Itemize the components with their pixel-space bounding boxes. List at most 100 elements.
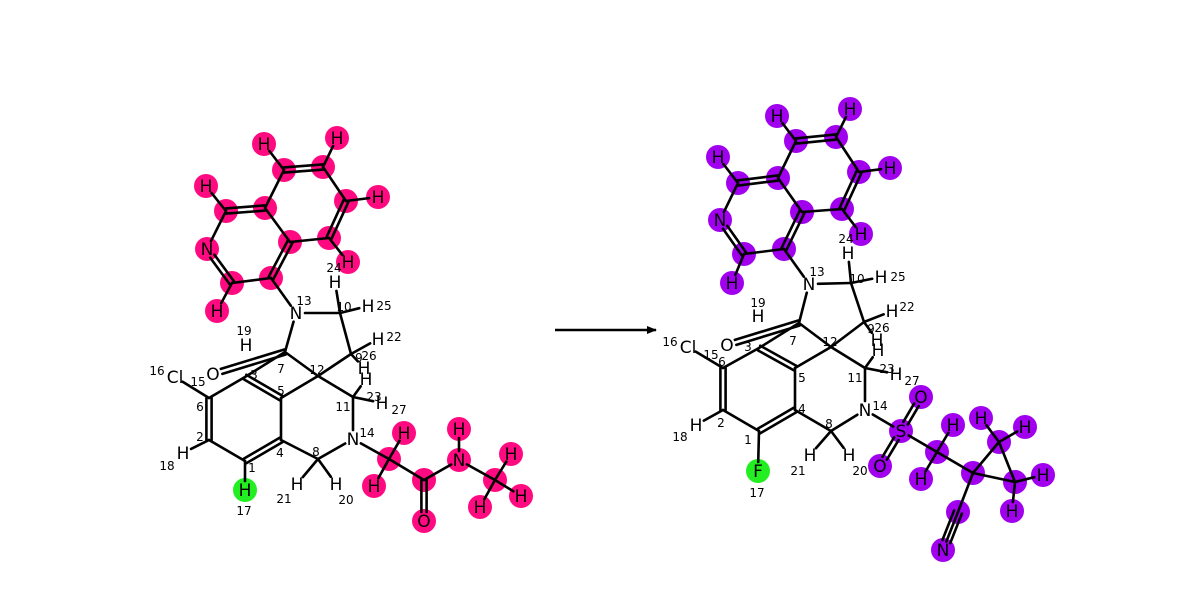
product-atom-28: H <box>752 307 765 327</box>
reactant-bond-35-30 <box>230 276 273 285</box>
product-bond-48-49 <box>935 431 950 454</box>
product-bond-3-5-1 <box>756 348 796 372</box>
reactant-atom-22: H <box>372 330 385 350</box>
product-bond-45-46-0 <box>902 402 916 424</box>
reactant-bond-6-3 <box>207 375 247 400</box>
reactant-atom-27: H <box>376 394 389 414</box>
product-bond-10-25 <box>849 277 874 285</box>
reactant-highlight-41 <box>325 126 349 150</box>
reactant-atom-37: H <box>200 177 213 197</box>
product-highlight-55 <box>969 406 993 430</box>
product-bond-52-53-0 <box>948 512 964 545</box>
reactant-atom-54: H <box>515 487 528 507</box>
reactant-atom-46: H <box>398 424 411 444</box>
product-bond-11-27 <box>863 366 889 374</box>
reactant-index-21: 21 <box>276 492 291 506</box>
product-highlight-56 <box>1013 415 1037 439</box>
reactant-bond-7-19-0 <box>221 353 288 376</box>
product-bond-9-12 <box>829 320 866 349</box>
product-index-6: 6 <box>718 355 726 369</box>
reactant-bond-10-9 <box>338 311 353 356</box>
product-bond-42-44-0 <box>843 171 863 212</box>
product-bond-40-42 <box>834 135 861 174</box>
product-bond-10-9 <box>849 281 866 324</box>
product-index-8: 8 <box>825 417 833 431</box>
reactant-bond-52-53 <box>493 460 508 482</box>
product-index-11: 11 <box>847 371 862 385</box>
product-bond-8-21 <box>814 429 833 450</box>
product-index-14: 14 <box>872 399 887 413</box>
reactant-atom-16: Cl <box>167 368 184 388</box>
reactant-bond-32-38 <box>263 168 286 210</box>
product-bond-11-23 <box>863 355 875 370</box>
reactant-atom-23: H <box>360 370 373 390</box>
reactant-index-13: 13 <box>296 294 311 308</box>
reactant-bond-42-43 <box>344 196 371 203</box>
product-bond-45-46-1 <box>906 404 920 426</box>
product-bond-32-38 <box>776 139 798 180</box>
product-bond-31-32 <box>776 176 804 214</box>
reactant-index-23: 23 <box>366 390 381 404</box>
product-bond-34-35-1 <box>721 227 744 257</box>
reactant-bond-12-11 <box>316 374 355 399</box>
product-atom-19: O <box>720 336 733 356</box>
product-bond-48-51 <box>935 450 975 475</box>
product-bond-38-40-1 <box>794 138 838 145</box>
product-bond-42-44-1 <box>838 169 858 210</box>
reactant-atom-39: H <box>258 135 271 155</box>
product-bond-45-47-0 <box>885 438 900 461</box>
product-index-3: 3 <box>744 340 752 354</box>
product-bond-57-58 <box>1013 475 1036 484</box>
reactant-bond-2-18 <box>189 438 211 451</box>
reactant-index-20: 20 <box>338 493 353 507</box>
product-atom-39: H <box>771 107 784 127</box>
reactant-bond-8-4 <box>279 438 320 461</box>
product-atom-17: F <box>753 462 763 482</box>
product-bond-7-13 <box>797 291 809 325</box>
product-bond-35-30 <box>742 247 786 256</box>
product-bond-30-31-1 <box>785 211 806 252</box>
product-bond-40-41 <box>834 115 848 139</box>
product-index-17: 17 <box>749 486 764 500</box>
reactant-bond-13-30 <box>269 276 293 307</box>
reactant-highlight-50 <box>447 448 471 472</box>
reactant-index-15: 15 <box>190 375 205 389</box>
reactant-bond-9-12 <box>316 352 353 378</box>
product-atom-49: H <box>947 416 960 436</box>
product-index-2: 2 <box>717 416 725 430</box>
product-bond-33-34 <box>722 181 740 214</box>
product-bond-8-4 <box>793 408 833 433</box>
product-index-9: 9 <box>867 322 875 336</box>
product-atom-55: H <box>975 409 988 429</box>
product-index-10: 10 <box>849 272 864 286</box>
reactant-index-11: 11 <box>335 400 350 414</box>
product-highlight-34 <box>708 208 732 232</box>
reactant-atom-26: H <box>358 359 371 379</box>
reactant-bond-11-27 <box>351 395 375 403</box>
reactant-atom-53: H <box>505 445 518 465</box>
product-index-25: 25 <box>890 270 905 284</box>
reactant-atom-18: H <box>177 444 190 464</box>
reactant-bond-38-39 <box>268 149 286 172</box>
reactant-bond-42-44-1 <box>325 198 345 239</box>
reactant-bond-40-42 <box>321 165 348 203</box>
reactant-bond-8-20 <box>316 457 333 478</box>
product-bond-13-10 <box>816 281 853 286</box>
reactant-bond-6-16 <box>181 380 211 400</box>
reactant-index-17: 17 <box>236 504 251 518</box>
product-atom-59: H <box>1006 502 1019 522</box>
reactant-index-16: 16 <box>149 364 164 378</box>
product-bond-54-57 <box>997 440 1017 484</box>
product-bond-3-5-0 <box>758 344 798 368</box>
product-bond-54-56 <box>997 430 1019 444</box>
reactant-index-7: 7 <box>277 362 285 376</box>
product-bond-45-48 <box>907 434 939 454</box>
reactant-highlight-34 <box>195 237 219 261</box>
product-highlight-59 <box>1000 499 1024 523</box>
product-atom-16: Cl <box>680 338 697 358</box>
reactant-bond-30-31-1 <box>271 241 294 281</box>
product-bond-45-47-1 <box>881 436 896 459</box>
product-atom-37: H <box>712 148 725 168</box>
product-bond-38-40-0 <box>794 133 838 140</box>
